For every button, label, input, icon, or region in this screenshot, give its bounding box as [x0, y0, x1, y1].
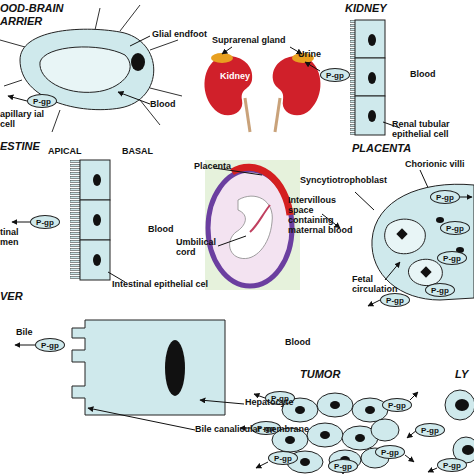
pgp-oval: P-gp — [430, 190, 460, 204]
kidney-illustration — [204, 20, 400, 135]
annotation-label: Blood — [150, 100, 190, 110]
node-text: P-gp — [381, 448, 399, 457]
pgp-oval: P-gp — [27, 94, 57, 108]
node-text: P-gp — [334, 462, 352, 471]
pgp-oval: P-gp — [380, 293, 410, 307]
node-text: P-gp — [443, 254, 461, 263]
annotation-label: Urine — [298, 50, 333, 60]
annotation-label: Blood — [410, 70, 450, 80]
annotation-label: Placenta — [194, 162, 239, 172]
node-text: P-gp — [386, 296, 404, 305]
annotation-label: Renal tubular epithelial cell — [392, 120, 472, 140]
panel-title: VER — [0, 290, 40, 302]
annotation-label: Intervillous space containing maternal b… — [288, 196, 358, 236]
node-text: P-gp — [446, 224, 464, 233]
annotation-label: Syncytiotrophoblast — [300, 176, 400, 186]
pgp-oval: P-gp — [437, 458, 467, 472]
annotation-label: Bile canalicular membrane — [195, 425, 345, 435]
annotation-label: BASAL — [122, 147, 162, 157]
intestine-illustration — [12, 160, 125, 282]
pgp-oval: P-gp — [30, 215, 60, 229]
panel-title: PLACENTA — [352, 142, 442, 154]
annotation-label: Blood — [148, 225, 188, 235]
pgp-oval: P-gp — [382, 398, 412, 412]
node-text: P-gp — [326, 71, 344, 80]
bbb-illustration — [0, 5, 182, 132]
annotation-label: Suprarenal gland — [212, 36, 312, 46]
panel-title: LY — [455, 368, 474, 380]
node-text: P-gp — [388, 401, 406, 410]
pgp-oval: P-gp — [320, 68, 350, 82]
annotation-label: Bile — [16, 328, 46, 338]
pgp-oval: P-gp — [437, 251, 467, 265]
annotation-label: Fetal circulation — [352, 275, 402, 295]
pgp-oval: P-gp — [415, 423, 445, 437]
node-text: P-gp — [41, 341, 59, 350]
annotation-label: tinal men — [0, 228, 30, 248]
pgp-oval: P-gp — [328, 459, 358, 473]
node-text: P-gp — [443, 461, 461, 470]
annotation-label: Kidney — [220, 72, 260, 82]
node-text: P-gp — [421, 426, 439, 435]
pgp-oval: P-gp — [375, 445, 405, 459]
pgp-oval: P-gp — [425, 283, 455, 297]
annotation-label: Chorionic villi — [405, 160, 474, 170]
node-text: P-gp — [36, 218, 54, 227]
node-text: P-gp — [274, 454, 292, 463]
annotation-label: Intestinal epithelial cel — [112, 280, 232, 290]
annotation-label: apillary ial cell — [0, 110, 45, 130]
annotation-label: APICAL — [48, 147, 88, 157]
panel-title: KIDNEY — [345, 2, 435, 14]
annotation-label: Umbilical cord — [176, 238, 221, 258]
panel-title: TUMOR — [300, 368, 370, 380]
node-text: P-gp — [33, 97, 51, 106]
liver-illustration — [15, 320, 244, 430]
annotation-label: Glial endfoot — [152, 30, 222, 40]
panel-title: ARRIER — [0, 15, 90, 27]
node-text: P-gp — [436, 193, 454, 202]
lymphocyte-illustration — [407, 390, 474, 472]
node-text: P-gp — [431, 286, 449, 295]
panel-title: OOD-BRAIN — [0, 2, 90, 14]
placenta-illustration — [205, 160, 474, 306]
pgp-oval: P-gp — [268, 451, 298, 465]
pgp-oval: P-gp — [35, 338, 65, 352]
annotation-label: Blood — [285, 338, 325, 348]
pgp-oval: P-gp — [440, 221, 470, 235]
annotation-label: Hepatocyte — [245, 398, 315, 408]
